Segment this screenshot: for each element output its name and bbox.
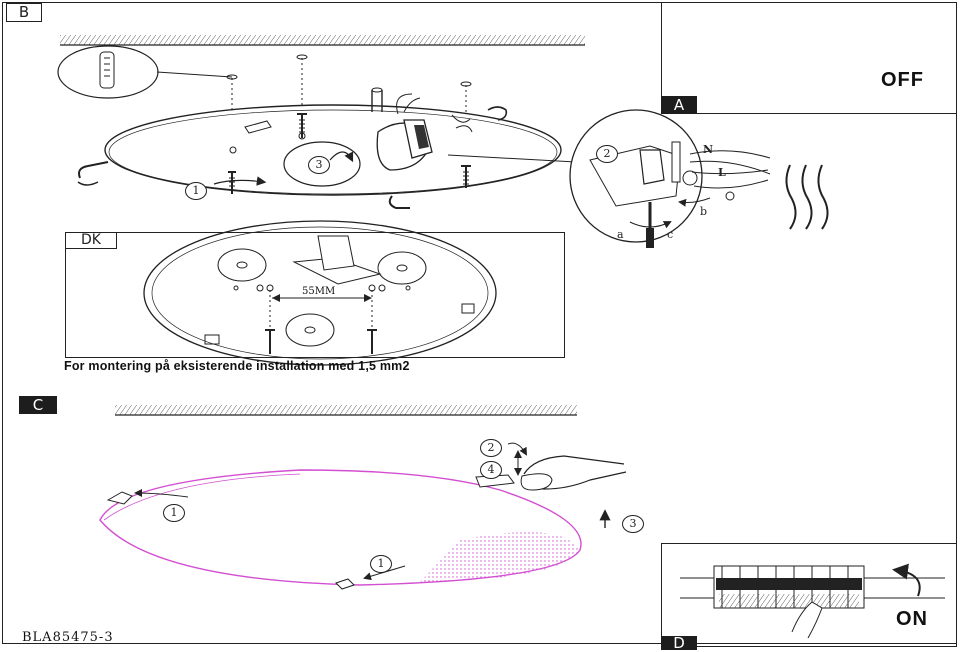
section-label-dk: DK	[65, 232, 117, 249]
screw-icon	[461, 165, 471, 188]
wire-n-label: N	[703, 143, 714, 156]
step-b1: 1	[185, 182, 207, 200]
dk-caption: For montering på eksisterende installati…	[64, 359, 410, 373]
section-label-d: D	[661, 636, 697, 651]
section-label-c: C	[19, 396, 57, 414]
step-c2: 2	[480, 439, 502, 457]
step-c3: 3	[622, 515, 644, 533]
step-b3: 3	[308, 156, 330, 174]
wire-a-label: a	[617, 228, 624, 241]
step-c1-bottom: 1	[370, 555, 392, 573]
panel-d	[661, 543, 957, 647]
switch-off-label: OFF	[881, 69, 924, 91]
wire-l-label: L	[718, 166, 726, 179]
dimension-55mm: 55MM	[302, 286, 336, 297]
lamp-shade	[99, 469, 582, 586]
wire-b-label: b	[700, 205, 708, 218]
section-label-a: A	[661, 96, 697, 114]
base-plate	[104, 104, 562, 196]
wire-c-label: c	[667, 228, 674, 241]
ceiling-hatch-c	[115, 405, 577, 415]
screw-icon	[228, 171, 236, 194]
dk-plate	[143, 220, 497, 366]
step-b2: 2	[596, 145, 618, 163]
wiring-detail	[569, 109, 703, 243]
hand-icon	[520, 455, 627, 491]
step-c4: 4	[480, 461, 502, 479]
document-id: BLA85475-3	[22, 630, 114, 645]
panel-dk	[65, 232, 565, 358]
panel-a	[661, 2, 957, 114]
step-c1-left: 1	[163, 504, 185, 522]
switch-on-label: ON	[896, 608, 928, 630]
section-label-b: B	[6, 3, 42, 22]
ceiling-hatch	[60, 35, 585, 45]
diagram-frame	[2, 2, 957, 644]
wall-plug-icon	[99, 51, 115, 89]
terminal-block-on	[680, 565, 945, 609]
screw-icon	[297, 113, 307, 138]
